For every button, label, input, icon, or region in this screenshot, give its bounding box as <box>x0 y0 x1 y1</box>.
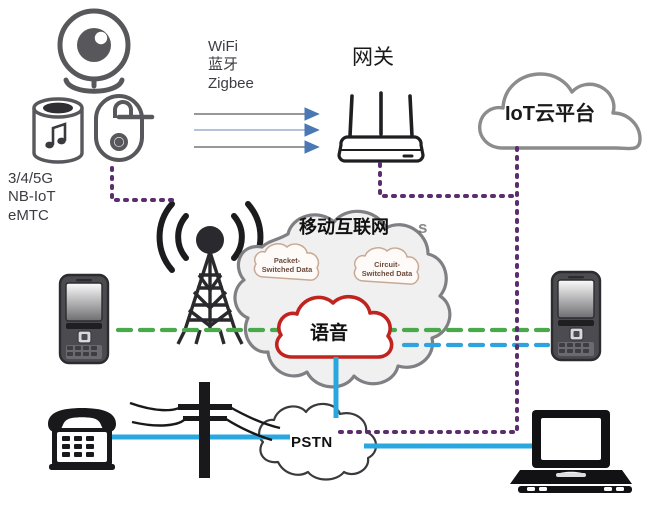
circuit-switched-cloud-shape <box>353 247 420 285</box>
voice-cloud-shape <box>275 294 394 359</box>
gateway-router-icon <box>337 91 425 163</box>
mobile-internet-label: 移动互联网 <box>299 217 389 237</box>
music-note-icon <box>45 122 67 149</box>
speaker-top-opening <box>43 102 73 114</box>
wireless-arrows-group <box>194 107 320 154</box>
tower-antenna-head <box>196 226 224 254</box>
packet-switched-label: Packet- Switched Data <box>261 256 313 275</box>
gateway-label: 网关 <box>352 46 394 69</box>
utility-pole-icon <box>129 382 281 478</box>
mobile-phone-left-icon <box>58 273 110 365</box>
smart-lock-icon <box>94 94 155 162</box>
iot-cloud-label: IoT云平台 <box>505 103 595 125</box>
iot-cloud-shape <box>478 72 642 151</box>
device-cellular-dotted <box>110 166 174 202</box>
circuit-switched-label: Circuit- Switched Data <box>361 260 413 279</box>
cellular-protocols-label: 3/4/5G NB-IoT eMTC <box>8 170 56 224</box>
wireless-protocols-label: WiFi 蓝牙 Zigbee <box>208 38 254 92</box>
voice-label: 语音 <box>310 323 349 344</box>
gateway-to-iot-dotted <box>378 162 519 198</box>
smart-speaker-icon <box>32 97 84 164</box>
pstn-label: PSTN <box>291 434 333 451</box>
laptop-icon <box>510 410 632 493</box>
pstn-cloud-shape <box>258 402 378 481</box>
packet-switched-cloud-shape <box>253 243 320 281</box>
mobile-phone-right-icon <box>550 270 602 362</box>
ip-camera-lens <box>77 28 111 62</box>
tower-lattice <box>176 251 244 345</box>
ip-camera-icon <box>57 8 131 94</box>
cell-tower-icon <box>156 201 264 345</box>
landline-phone-icon <box>48 408 116 470</box>
mobile-internet-artifact-glyph: s <box>418 218 428 237</box>
